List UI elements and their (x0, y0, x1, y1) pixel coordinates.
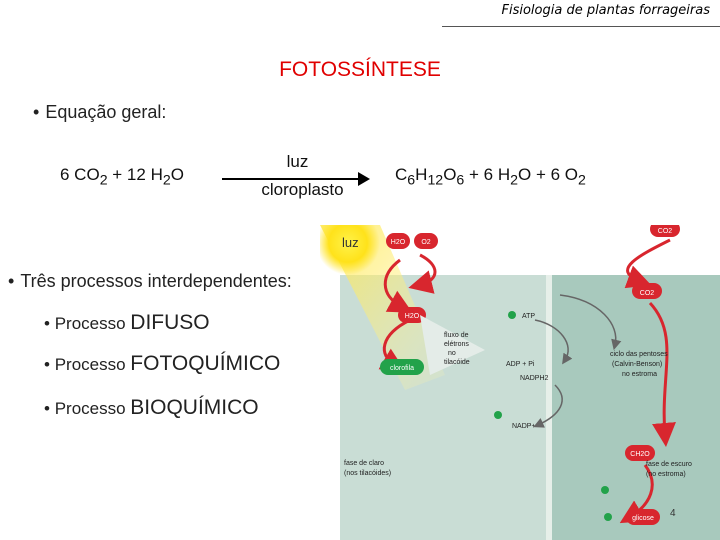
dark-phase-panel (550, 275, 720, 540)
co2-intake-arrow (624, 238, 671, 289)
process-prefix: Processo (54, 399, 131, 418)
diagram-luz: luz (342, 235, 359, 250)
sub: 6 (407, 172, 416, 189)
reaction-arrow-head (358, 172, 370, 186)
atp-dot (508, 311, 516, 319)
product-c: C (395, 165, 408, 184)
green-dot (604, 513, 612, 521)
ciclo-line-3: no estroma (622, 371, 657, 378)
clorofila-label: clorofila (390, 365, 414, 372)
header-divider (442, 26, 720, 27)
process-prefix: Processo (54, 314, 131, 333)
reactant-o: O (170, 165, 184, 184)
green-dot (601, 486, 609, 494)
co2-top-badge (650, 225, 680, 237)
co2-mid-label: CO2 (640, 290, 655, 297)
h2o-top-label: H2O (391, 239, 406, 246)
bullet-processes: •Três processos interdependentes: (8, 271, 292, 291)
nadph-label: NADPH2 (520, 375, 549, 382)
product-h: H (415, 165, 428, 184)
adp-label: ADP + Pi (506, 361, 535, 368)
process-fotoquimico: • Processo FOTOQUÍMICO (44, 352, 281, 375)
photosynthesis-diagram: luz H2O O2 CO2 CO2 H2O clorofila fluxo d… (320, 225, 720, 540)
reaction-arrow (222, 178, 360, 180)
sub: 12 (427, 172, 444, 189)
sub: 2 (162, 172, 171, 189)
nadp-dot (494, 411, 502, 419)
process-difuso: • Processo DIFUSO (44, 311, 210, 334)
o2-release-arrow (408, 253, 437, 294)
sub: 2 (99, 172, 108, 189)
product-h2o: + 6 H (464, 165, 511, 184)
reactant-co2: 6 CO (60, 165, 100, 184)
glicose-label: glicose (632, 515, 654, 522)
calvin-cycle-arrow (648, 301, 676, 447)
fluxo-line-3: no (448, 350, 456, 357)
atp-label: ATP (522, 313, 535, 320)
nadp-flow-arrow (533, 384, 563, 428)
co2-top-label: CO2 (658, 228, 673, 235)
bullet-processes-text: Três processos interdependentes: (20, 271, 292, 291)
glicose-badge (626, 509, 660, 525)
process-name: DIFUSO (130, 311, 210, 334)
equation-products: C6H12O6 + 6 H2O + 6 O2 (395, 165, 586, 188)
sub: 2 (510, 172, 519, 189)
bullet-general-equation: •Equação geral: (33, 102, 167, 122)
course-header: Fisiologia de plantas forrageiras (501, 3, 710, 18)
atp-flow-arrow (534, 319, 573, 365)
sun-icon (320, 225, 380, 275)
nadp-label: NADP+ (512, 423, 536, 430)
product-o: O (443, 165, 457, 184)
ciclo-line-2: (Calvin-Benson) (612, 361, 662, 368)
product-o2: O + 6 O (518, 165, 579, 184)
ch2o-badge (625, 445, 655, 461)
h2o-mid-badge (398, 307, 426, 323)
fase-escuro-line-1: fase de escuro (646, 461, 692, 468)
clorofila-badge (380, 359, 424, 375)
h2o-top-badge (386, 233, 410, 249)
bullet-general-text: Equação geral: (45, 102, 167, 122)
co2-flow-arrow (559, 294, 622, 351)
fase-claro-line-2: (nos tilacóides) (344, 470, 391, 477)
o2-top-label: O2 (421, 239, 430, 246)
reactant-h2o: + 12 H (107, 165, 163, 184)
process-name: FOTOQUÍMICO (130, 352, 281, 375)
process-prefix: Processo (54, 355, 131, 374)
o2-top-badge (414, 233, 438, 249)
arrow-label-luz: luz (286, 152, 309, 171)
fase-escuro-line-2: (no estroma) (646, 471, 686, 478)
slide-title: FOTOSSÍNTESE (279, 58, 441, 81)
electron-flux-area (420, 315, 485, 375)
arrow-label-cloroplasto: cloroplasto (261, 180, 344, 199)
page-number: 4 (670, 508, 676, 519)
process-name: BIOQUÍMICO (130, 396, 259, 419)
fluxo-line-2: elétrons (444, 341, 469, 348)
fluxo-line-1: fluxo de (444, 332, 469, 339)
h2o-mid-label: H2O (405, 313, 420, 320)
fase-claro-line-1: fase de claro (344, 460, 384, 467)
h2o-intake-arrow (383, 258, 413, 313)
sub: 2 (578, 172, 586, 189)
fluxo-line-4: tilacóide (444, 359, 470, 366)
ciclo-line-1: ciclo das pentoses (610, 351, 668, 358)
ch2o-label: CH2O (630, 451, 650, 458)
panel-divider (546, 275, 552, 540)
process-bioquimico: • Processo BIOQUÍMICO (44, 396, 259, 419)
sub: 6 (456, 172, 465, 189)
equation-reactants: 6 CO2 + 12 H2O (60, 165, 184, 188)
